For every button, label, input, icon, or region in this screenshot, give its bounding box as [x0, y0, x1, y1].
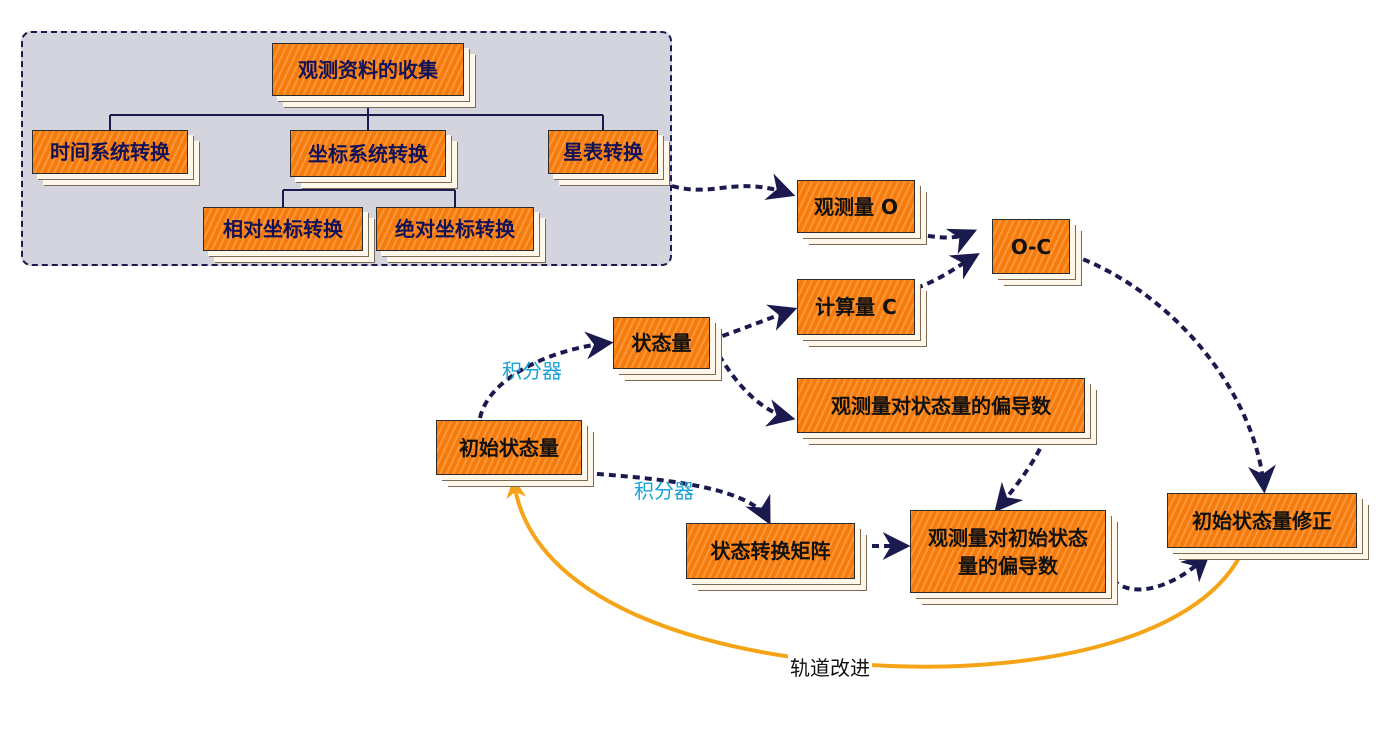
arrow-orbit-improvement-loop — [506, 478, 1242, 669]
arrow-obs-to-oc — [915, 228, 978, 255]
orbit-improvement-label: 轨道改进 — [788, 652, 872, 681]
abs-coord-node: 绝对坐标转换 — [376, 207, 534, 251]
o-minus-c-node: O-C — [992, 219, 1070, 274]
arrow-oc-to-correct — [1071, 253, 1276, 494]
arrow-init-to-matrix — [584, 471, 771, 525]
integrator-label-top: 积分器 — [502, 359, 562, 383]
arrow-panel-to-obs — [671, 173, 796, 200]
arrow-partialinit-to-correct — [1104, 553, 1211, 592]
initial-state-node: 初始状态量 — [436, 420, 582, 475]
arrow-state-to-calc — [710, 304, 798, 342]
coord-conv-node: 坐标系统转换 — [290, 130, 446, 177]
arrow-partial-to-partialinit — [994, 437, 1047, 513]
integrator-label-bottom: 积分器 — [634, 479, 694, 503]
tree-connectors — [109, 96, 604, 207]
rel-coord-node: 相对坐标转换 — [203, 207, 363, 251]
state-node: 状态量 — [613, 317, 710, 369]
partial-state-node: 观测量对状态量的偏导数 — [797, 378, 1085, 433]
partial-initial-node: 观测量对初始状态量的偏导数 — [910, 510, 1106, 593]
computed-c-node: 计算量 C — [797, 279, 915, 335]
observed-o-node: 观测量 O — [797, 180, 915, 233]
arrow-state-to-partial — [711, 344, 796, 427]
time-conv-node: 时间系统转换 — [32, 130, 188, 174]
star-conv-node: 星表转换 — [548, 130, 658, 174]
arrow-init-to-state — [478, 331, 614, 419]
initial-correction-node: 初始状态量修正 — [1167, 493, 1357, 548]
arrow-calc-to-oc — [915, 253, 980, 290]
transition-matrix-node: 状态转换矩阵 — [686, 523, 855, 579]
obs-collect-node: 观测资料的收集 — [272, 43, 464, 96]
